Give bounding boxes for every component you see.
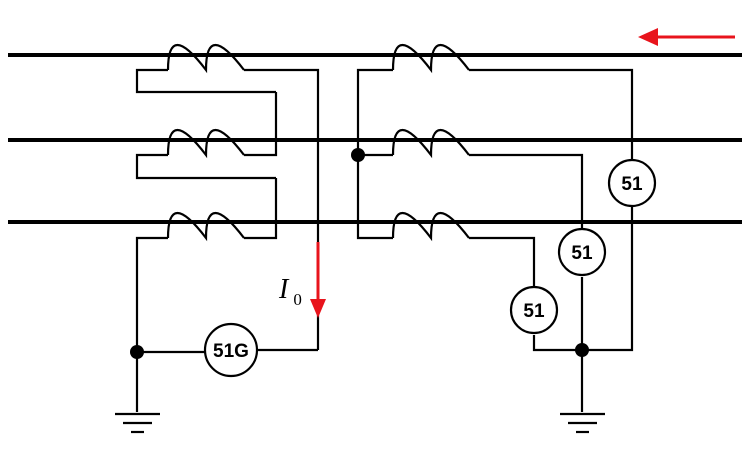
- current-subscript: 0: [293, 290, 302, 309]
- junction-dot-right: [575, 343, 589, 357]
- current-symbol: I: [278, 274, 290, 305]
- right-ct-coils: [391, 43, 470, 242]
- three-phase-buses: [8, 53, 742, 224]
- relay-51g: 51G: [203, 322, 259, 378]
- current-transformer-coil-icon: [166, 128, 245, 159]
- current-transformer-coil-icon: [391, 211, 470, 242]
- relay-51-phase-a-label: 51: [621, 174, 643, 195]
- current-transformer-coil-icon: [391, 43, 470, 74]
- junction-dot-left: [130, 345, 144, 359]
- relay-51g-label: 51G: [213, 341, 249, 362]
- current-transformer-coil-icon: [391, 128, 470, 159]
- relay-51-phase-c: 51: [509, 285, 559, 335]
- ground-symbol-icon: [115, 412, 160, 434]
- relay-51-phase-a: 51: [607, 158, 657, 208]
- relay-51-phase-b: 51: [557, 227, 607, 277]
- junction-dot-star: [351, 148, 365, 162]
- residual-current-label: I 0: [278, 274, 302, 309]
- left-ct-coils: [166, 43, 245, 242]
- current-transformer-coil-icon: [166, 43, 245, 74]
- relay-51-phase-b-label: 51: [571, 243, 593, 264]
- relay-51-phase-c-label: 51: [523, 301, 545, 322]
- current-transformer-coil-icon: [166, 211, 245, 242]
- residual-current-arrow-icon: [310, 242, 326, 318]
- ground-symbol-icon: [560, 412, 605, 434]
- power-flow-arrow-icon: [638, 28, 735, 46]
